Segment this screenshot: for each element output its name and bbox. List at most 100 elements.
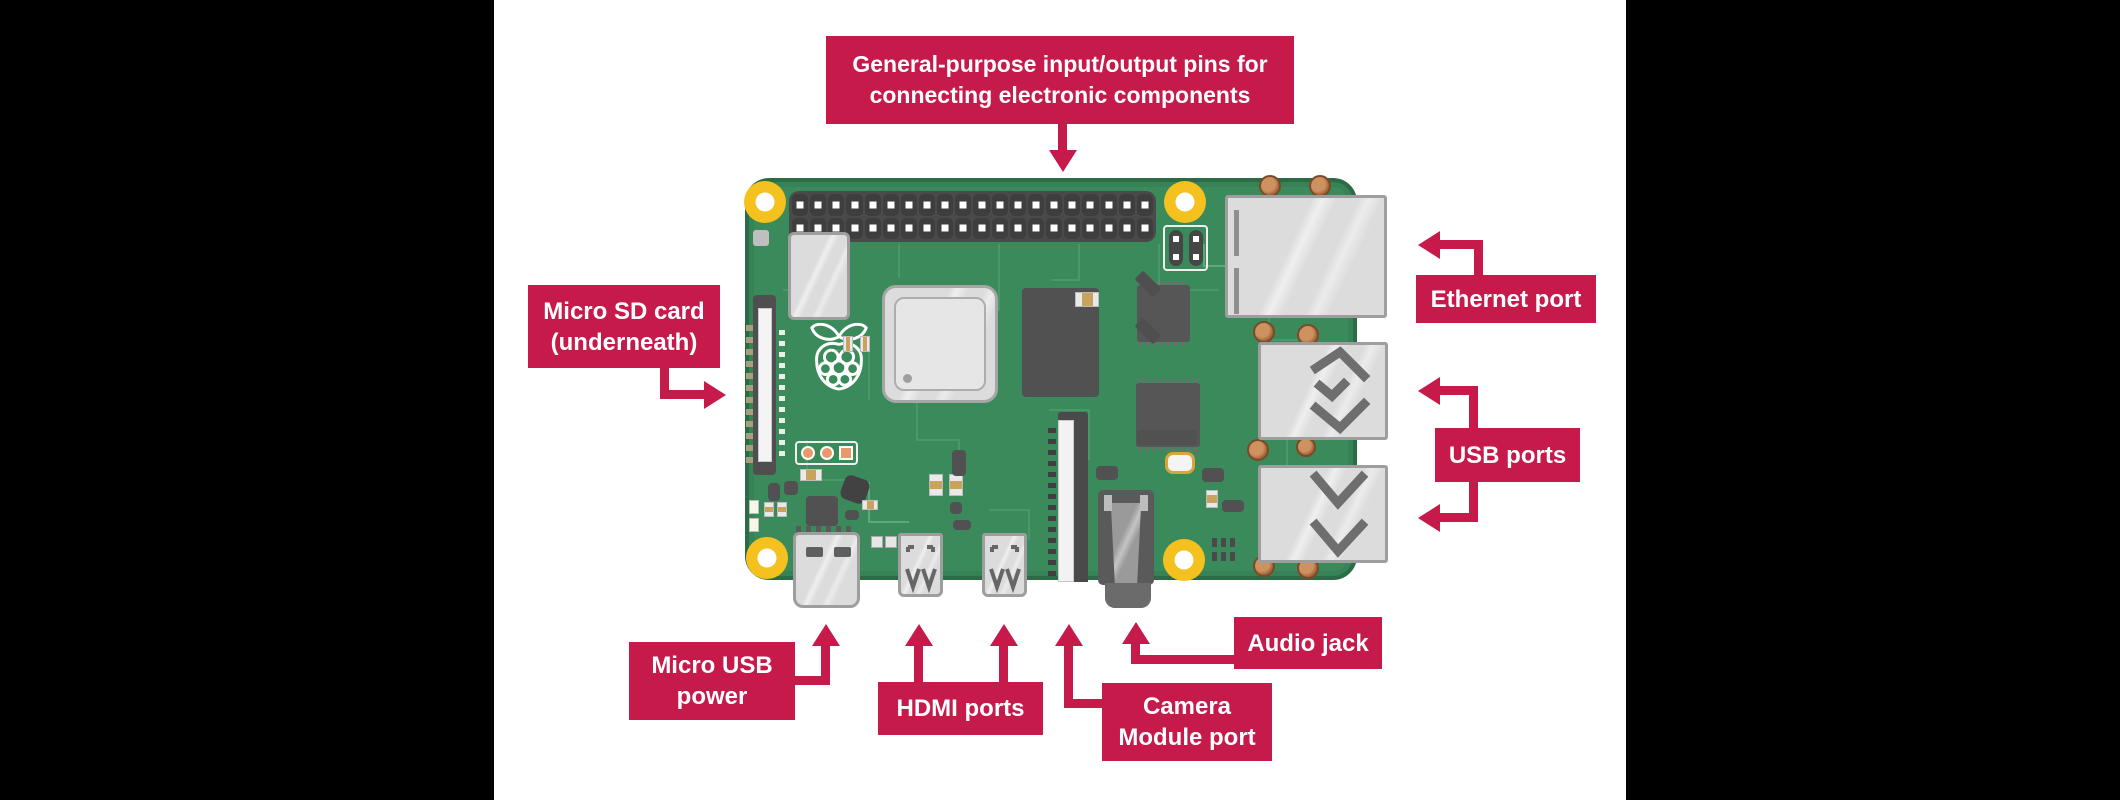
pin-group (1212, 538, 1238, 547)
led (749, 500, 759, 514)
gpio-pin (864, 217, 881, 239)
usb-arrow-upper-stem (1469, 386, 1478, 428)
gpio-pin (973, 217, 990, 239)
smd-component (753, 230, 769, 246)
gpio-pin (1027, 194, 1045, 216)
label-hdmi: HDMI ports (878, 682, 1043, 735)
label-gpio-line2: connecting electronic components (869, 82, 1251, 108)
smd-component (1202, 468, 1224, 482)
smd-capacitor (764, 502, 774, 517)
audio-jack-notch (1140, 495, 1148, 511)
wifi-module (788, 232, 850, 320)
camera-arrow-line (1064, 699, 1102, 708)
gpio-pin (1064, 217, 1081, 239)
micro-usb-arrow-head-icon (812, 624, 840, 646)
gpio-pin (973, 194, 990, 216)
usb-arrow-lower-line (1440, 513, 1469, 522)
label-micro-sd-line1: Micro SD card (543, 297, 705, 325)
smd-component (845, 510, 859, 520)
usb-prongs (1309, 346, 1371, 435)
label-camera-line2: Module port (1118, 724, 1256, 751)
smd-component (885, 536, 897, 548)
smd-component (952, 450, 966, 476)
smd-component (950, 502, 962, 514)
label-gpio-line1: General-purpose input/output pins for (852, 51, 1268, 77)
smd-capacitor (929, 474, 943, 496)
micro-usb-slot (806, 547, 823, 557)
label-micro-sd-line2: (underneath) (550, 328, 698, 356)
smd-capacitor (800, 469, 822, 481)
micro-usb-pins (796, 526, 856, 534)
hdmi-port-1 (982, 533, 1027, 597)
pin-group (1212, 552, 1238, 561)
label-audio: Audio jack (1234, 617, 1382, 669)
hdmi-port-0 (898, 533, 943, 597)
ethernet-arrow-head-icon (1418, 231, 1440, 259)
sd-arrow-head-icon (704, 381, 726, 409)
camera-connector-body (1074, 420, 1088, 582)
smd-component (1096, 466, 1118, 480)
gpio-pin (991, 217, 1008, 239)
label-micro-sd: Micro SD card (underneath) (528, 285, 720, 368)
gpio-pin (1136, 217, 1153, 239)
sd-arrow-stem (660, 368, 669, 399)
gpio-pin (1136, 194, 1153, 216)
usb-arrow-upper-line (1440, 386, 1469, 395)
poe-pin (1173, 254, 1179, 260)
label-camera: Camera Module port (1102, 683, 1272, 761)
sd-arrow-line (660, 390, 704, 399)
label-ethernet: Ethernet port (1416, 275, 1596, 323)
audio-arrow-stem (1131, 644, 1140, 664)
smd-capacitor (777, 502, 787, 517)
poe-pin (1193, 236, 1199, 242)
label-gpio: General-purpose input/output pins for co… (826, 36, 1294, 124)
sd-pins-left (746, 325, 753, 467)
poe-pin-column (1189, 230, 1203, 266)
hdmi-arrow-left-stem (914, 646, 923, 682)
gpio-arrow-stem (1058, 124, 1067, 152)
gpio-pin (846, 217, 863, 239)
camera-connector-pins (1048, 428, 1056, 578)
smd-component (1222, 500, 1244, 512)
ethernet-arrow-line (1440, 240, 1483, 249)
sd-pins-right (779, 330, 785, 462)
ethernet-slot (1234, 210, 1239, 256)
gpio-pin (882, 194, 899, 216)
audio-jack-notch (1104, 495, 1112, 511)
usb-prongs (1309, 470, 1369, 558)
gpio-pin (864, 194, 881, 216)
smd-capacitor (862, 500, 878, 510)
label-hdmi-text: HDMI ports (896, 695, 1025, 722)
header-pin (839, 446, 853, 460)
poe-pin (1173, 236, 1179, 242)
gpio-pin (792, 194, 809, 216)
gpio-pin (828, 194, 845, 216)
ethernet-slot (1234, 268, 1239, 314)
micro-usb-arrow-stem (821, 646, 830, 685)
camera-arrow-head-icon (1055, 624, 1083, 646)
smd-capacitor (949, 474, 963, 496)
usb-arrow-upper-head-icon (1418, 377, 1440, 405)
gpio-pin (1118, 194, 1135, 216)
crystal-oscillator (1165, 452, 1195, 474)
smd-capacitor (1075, 292, 1099, 307)
usb-arrow-lower-stem (1469, 482, 1478, 522)
usb-arrow-lower-head-icon (1418, 504, 1440, 532)
mount-hole-bottom-right (1163, 539, 1205, 581)
smd-component (871, 536, 883, 548)
gpio-pin (1100, 217, 1117, 239)
copper-pad (1259, 175, 1281, 197)
hdmi-arrow-right-stem (999, 646, 1008, 682)
ethernet-port (1225, 195, 1387, 318)
ethernet-arrow-stem (1474, 246, 1483, 275)
hdmi-arrow-right-head-icon (990, 624, 1018, 646)
audio-jack-barrel (1105, 583, 1151, 608)
micro-usb-arrow-line (795, 676, 830, 685)
gpio-pin (1027, 217, 1045, 239)
raspberry-pi-logo-icon (810, 322, 868, 391)
poe-pin (1193, 254, 1199, 260)
smd-capacitor (843, 336, 853, 352)
gpio-pin (919, 194, 936, 216)
gpio-pin (1082, 194, 1099, 216)
gpio-pin (1064, 194, 1081, 216)
